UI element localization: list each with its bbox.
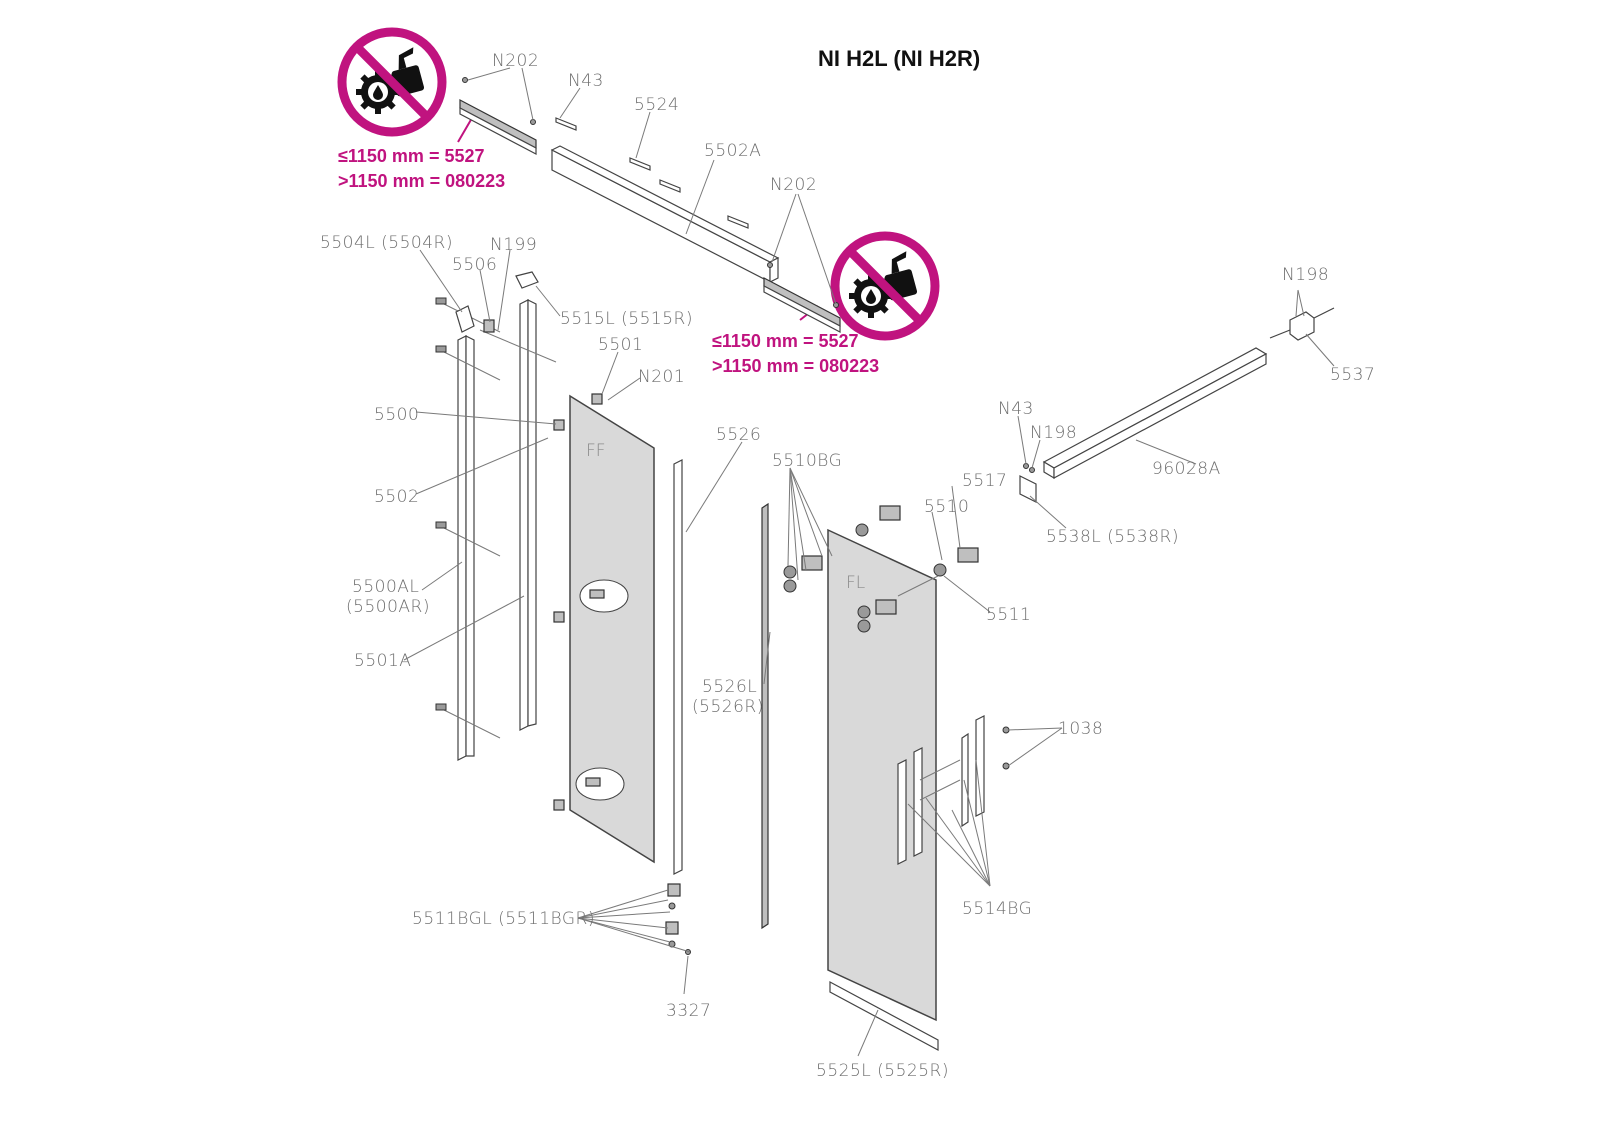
label-n198-top: N198 — [1282, 265, 1329, 285]
wall-anchor-screws — [435, 297, 557, 739]
glass-bracket-5538l — [1019, 463, 1037, 503]
no-lubricant-prohibition-icon — [830, 231, 940, 341]
label-5524: 5524 — [634, 95, 679, 115]
handle-5514bg — [897, 715, 985, 865]
label-5501: 5501 — [598, 335, 643, 355]
leader-lines — [403, 67, 1335, 1057]
label-5510bg: 5510BG — [772, 451, 842, 471]
bottom-guide-5511bgl — [665, 883, 691, 955]
label-3327: 3327 — [666, 1001, 711, 1021]
top-roller-right — [763, 262, 841, 333]
label-5511: 5511 — [986, 605, 1031, 625]
roller-set-5510bg — [783, 505, 901, 633]
diagram-title: NI H2L (NI H2R) — [818, 46, 980, 71]
seal-profile-5526l — [761, 502, 769, 930]
roller-5510-5517 — [897, 547, 979, 597]
no-lubricant-prohibition-icon — [337, 27, 447, 137]
label-5517: 5517 — [962, 471, 1007, 491]
label-5526: 5526 — [716, 425, 761, 445]
stabilizer-bar-96028a — [1042, 347, 1268, 480]
note-right-line2: >1150 mm = 080223 — [712, 356, 879, 376]
label-5525l: 5525L (5525R) — [816, 1061, 949, 1081]
label-n43-top: N43 — [568, 71, 604, 91]
label-1038: 1038 — [1058, 719, 1103, 739]
glass-clamps — [553, 393, 603, 811]
label-5510: 5510 — [924, 497, 969, 517]
wall-bracket-5537 — [1269, 307, 1335, 341]
label-5502a: 5502A — [704, 141, 761, 161]
label-5515l: 5515L (5515R) — [560, 309, 693, 329]
top-rail-5502a — [550, 145, 780, 283]
label-5500ar: (5500AR) — [346, 597, 430, 617]
top-roller-left — [459, 77, 537, 155]
note-left-line1: ≤1150 mm = 5527 — [338, 146, 485, 166]
wall-bracket-5504l — [455, 305, 495, 333]
wall-profile-5500al — [457, 335, 475, 761]
rail-inserts-5524 — [555, 117, 749, 229]
label-5514bg: 5514BG — [962, 899, 1032, 919]
label-5504l: 5504L (5504R) — [320, 233, 453, 253]
wall-profile-5501a — [519, 299, 537, 731]
label-n198-mid: N198 — [1030, 423, 1077, 443]
label-n201: N201 — [638, 367, 685, 387]
note-leader — [457, 117, 473, 143]
end-cap-5515l — [515, 271, 539, 289]
label-n202-right: N202 — [770, 175, 817, 195]
label-5506: 5506 — [452, 255, 497, 275]
screws-1038 — [1002, 726, 1010, 770]
label-n199: N199 — [490, 235, 537, 255]
label-5500al: 5500AL — [352, 577, 419, 597]
label-5511bgl: 5511BGL (5511BGR) — [412, 909, 595, 929]
label-5526l: 5526L — [702, 677, 757, 697]
fixed-glass-panel: FF — [569, 394, 655, 864]
label-5538l: 5538L (5538R) — [1046, 527, 1179, 547]
bottom-guide-5525l — [829, 980, 939, 1052]
note-right-line1: ≤1150 mm = 5527 — [712, 331, 859, 351]
label-n202-top: N202 — [492, 51, 539, 71]
label-5501a: 5501A — [354, 651, 411, 671]
label-n43-mid: N43 — [998, 399, 1034, 419]
label-5537: 5537 — [1330, 365, 1375, 385]
fixed-panel-label: FF — [586, 441, 606, 461]
seal-profile-5526 — [673, 459, 683, 875]
sliding-glass-panel: FL — [827, 528, 937, 1022]
note-left-line2: >1150 mm = 080223 — [338, 171, 505, 191]
sliding-panel-label: FL — [846, 573, 865, 593]
label-5502: 5502 — [374, 487, 419, 507]
label-96028a: 96028A — [1152, 459, 1221, 479]
label-5526r: (5526R) — [692, 697, 764, 717]
label-5500: 5500 — [374, 405, 419, 425]
